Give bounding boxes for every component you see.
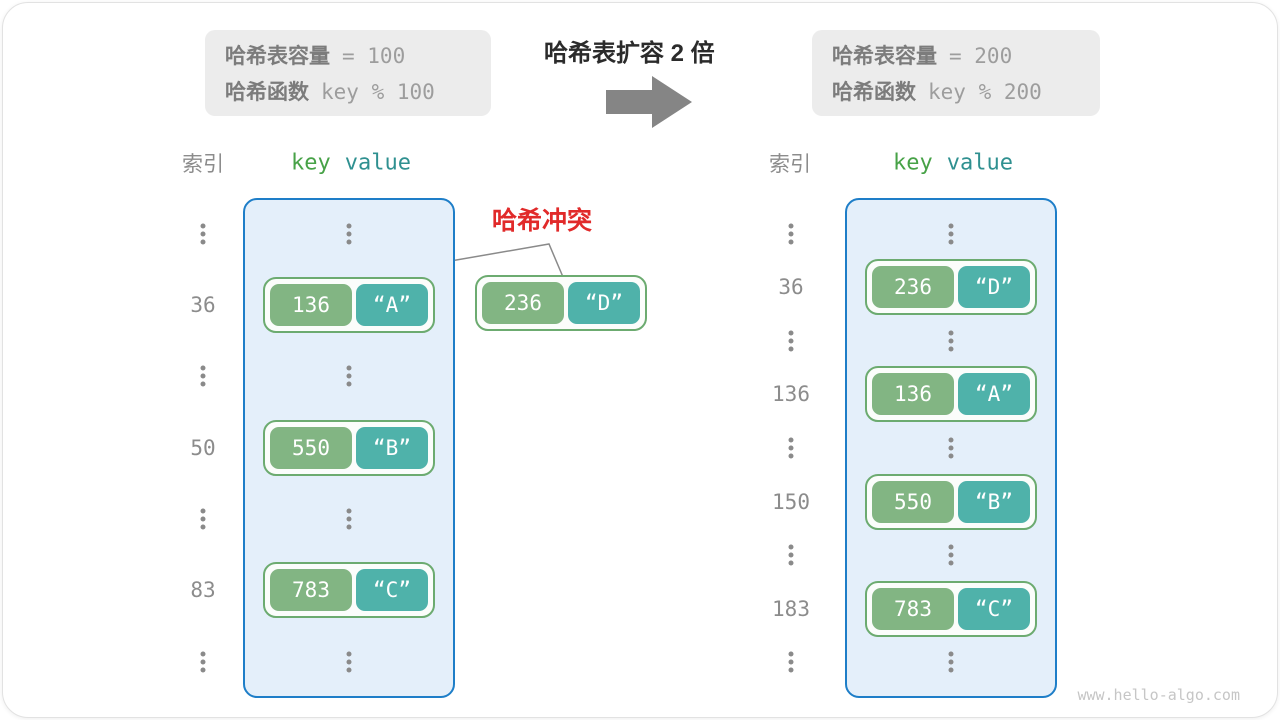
key-pill: 550 xyxy=(872,480,954,523)
value-pill: “B” xyxy=(958,480,1030,523)
key-pill: 783 xyxy=(872,587,954,630)
capacity-value: = 100 xyxy=(342,44,406,68)
ellipsis-dots-icon xyxy=(346,651,352,673)
capacity-label: 哈希表容量 xyxy=(225,45,330,68)
collision-label: 哈希冲突 xyxy=(492,207,593,235)
capacity-label: 哈希表容量 xyxy=(832,45,937,68)
ellipsis-dots-icon xyxy=(346,508,352,530)
index-label: 150 xyxy=(772,489,810,514)
hash-function-value: key % 200 xyxy=(928,80,1042,104)
key-pill: 550 xyxy=(270,426,352,469)
key-pill: 136 xyxy=(270,283,352,326)
key-pill: 236 xyxy=(482,282,564,324)
ellipsis-dots-icon xyxy=(346,365,352,387)
index-label: 36 xyxy=(190,292,216,317)
value-pill: “C” xyxy=(356,569,428,612)
value-header: value xyxy=(946,150,1013,176)
value-pill: “C” xyxy=(958,587,1030,630)
key-value-pair: 136“A” xyxy=(865,366,1037,423)
key-header: key xyxy=(893,150,933,176)
key-value-header-left: key value xyxy=(291,151,411,176)
value-pill: “B” xyxy=(356,426,428,469)
ellipsis-dots-icon xyxy=(948,544,954,566)
key-pill: 783 xyxy=(270,569,352,612)
ellipsis-dots-icon xyxy=(788,330,794,352)
key-pill: 236 xyxy=(872,266,954,309)
ellipsis-dots-icon xyxy=(788,437,794,459)
capacity-box-after: 哈希表容量 = 200 哈希函数 key % 200 xyxy=(812,30,1100,116)
value-pill: “D” xyxy=(568,282,640,324)
ellipsis-dots-icon xyxy=(788,544,794,566)
value-pill: “A” xyxy=(356,283,428,326)
ellipsis-dots-icon xyxy=(948,223,954,244)
ellipsis-dots-icon xyxy=(948,330,954,352)
capacity-value: = 200 xyxy=(949,44,1013,68)
key-pill: 136 xyxy=(872,373,954,416)
index-column-header-left: 索引 xyxy=(182,153,224,176)
ellipsis-dots-icon xyxy=(200,651,206,673)
ellipsis-dots-icon xyxy=(788,651,794,673)
key-value-pair: 236“D” xyxy=(865,259,1037,316)
ellipsis-dots-icon xyxy=(948,437,954,459)
key-value-header-right: key value xyxy=(893,151,1013,176)
expand-arrow-icon xyxy=(606,76,692,128)
hash-function-line: 哈希函数 key % 100 xyxy=(225,76,471,106)
value-pill: “D” xyxy=(958,266,1030,309)
index-label: 50 xyxy=(190,435,216,460)
hash-function-line: 哈希函数 key % 200 xyxy=(832,76,1080,106)
ellipsis-dots-icon xyxy=(948,651,954,673)
key-value-pair: 550“B” xyxy=(865,473,1037,530)
key-value-pair: 783“C” xyxy=(263,562,435,619)
capacity-line: 哈希表容量 = 200 xyxy=(832,40,1080,70)
watermark: www.hello-algo.com xyxy=(1077,686,1240,704)
ellipsis-dots-icon xyxy=(788,223,794,244)
ellipsis-dots-icon xyxy=(200,223,206,244)
index-label: 183 xyxy=(772,596,810,621)
key-value-pair: 783“C” xyxy=(865,580,1037,637)
value-pill: “A” xyxy=(958,373,1030,416)
key-value-pair: 550“B” xyxy=(263,419,435,476)
index-column-header-right: 索引 xyxy=(769,153,811,176)
ellipsis-dots-icon xyxy=(200,365,206,387)
index-label: 136 xyxy=(772,382,810,407)
hash-function-label: 哈希函数 xyxy=(225,81,309,104)
hash-function-label: 哈希函数 xyxy=(832,81,916,104)
ellipsis-dots-icon xyxy=(200,508,206,530)
key-value-pair: 236“D” xyxy=(475,275,647,331)
index-label: 83 xyxy=(190,578,216,603)
capacity-line: 哈希表容量 = 100 xyxy=(225,40,471,70)
key-header: key xyxy=(291,150,331,176)
key-value-pair: 136“A” xyxy=(263,276,435,333)
value-header: value xyxy=(344,150,411,176)
hash-function-value: key % 100 xyxy=(321,80,435,104)
ellipsis-dots-icon xyxy=(346,223,352,244)
index-label: 36 xyxy=(778,275,804,300)
capacity-box-before: 哈希表容量 = 100 哈希函数 key % 100 xyxy=(205,30,491,116)
page-title: 哈希表扩容 2 倍 xyxy=(544,40,715,67)
